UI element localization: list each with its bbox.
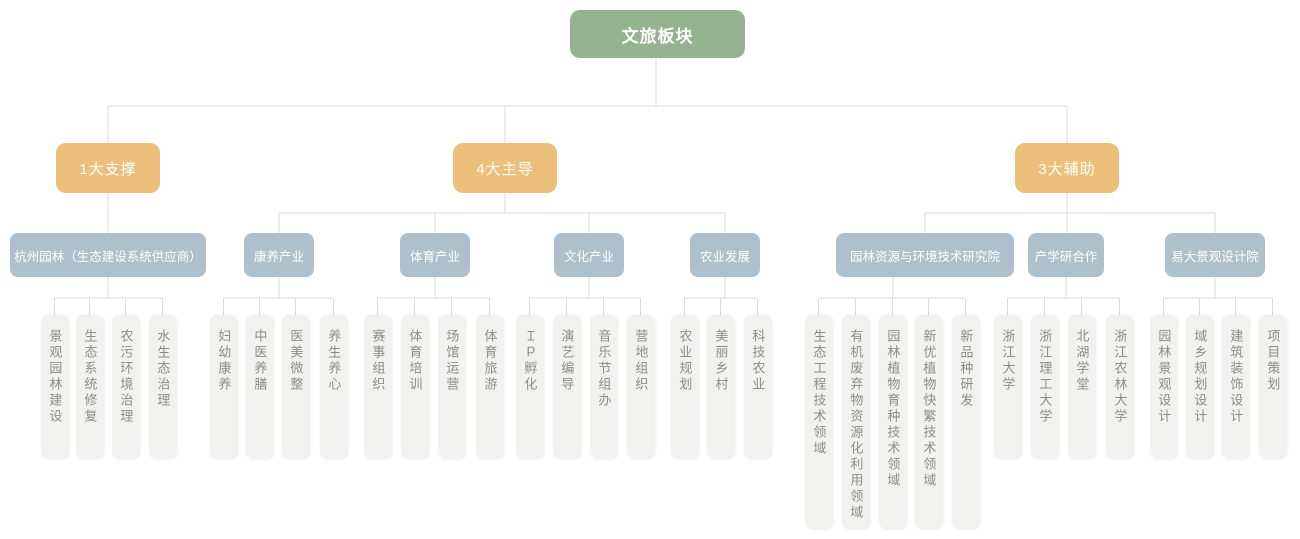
leaf-item-label: 体育培训 bbox=[407, 329, 423, 393]
leaf-item: 北湖学堂 bbox=[1068, 315, 1095, 458]
leaf-item: 妇幼康养 bbox=[210, 315, 237, 458]
leaf-item-label: 园林植物育种技术领域 bbox=[885, 329, 901, 489]
leaf-item: 园林植物育种技术领域 bbox=[879, 315, 906, 528]
leaf-item-label: 浙江大学 bbox=[1000, 329, 1016, 393]
leaf-item-label: 演艺编导 bbox=[559, 329, 575, 393]
leaf-item-label: 北湖学堂 bbox=[1074, 329, 1090, 393]
leaf-item: 生态工程技术领域 bbox=[805, 315, 832, 528]
leaf-item: 浙江大学 bbox=[994, 315, 1021, 458]
leaf-item: 科技农业 bbox=[744, 315, 771, 458]
leaf-item-label: 有机废弃物资源化利用领域 bbox=[848, 329, 864, 521]
leaf-item-label: 项目策划 bbox=[1265, 329, 1281, 393]
leaf-item: 水生态治理 bbox=[149, 315, 176, 458]
leaf-item-label: 农污环境治理 bbox=[118, 329, 134, 425]
leaf-item: 医美微整 bbox=[282, 315, 309, 458]
leaf-item: 域乡规划设计 bbox=[1186, 315, 1213, 458]
root-node: 文旅板块 bbox=[570, 10, 745, 58]
leaf-item-label: 中医养膳 bbox=[252, 329, 268, 393]
leaf-item: 赛事组织 bbox=[364, 315, 391, 458]
leaf-item: 生态系统修复 bbox=[76, 315, 103, 458]
leaf-item: 浙江农林大学 bbox=[1106, 315, 1133, 458]
leaf-item: 农业规划 bbox=[671, 315, 698, 458]
leaf-item-label: 景观园林建设 bbox=[47, 329, 63, 425]
leaf-item-label: 营地组织 bbox=[633, 329, 649, 393]
leaf-item-label: 赛事组织 bbox=[370, 329, 386, 393]
branch-4-lead: 4大主导 bbox=[453, 143, 557, 193]
leaf-item: 场馆运营 bbox=[438, 315, 465, 458]
branch-3-assist: 3大辅助 bbox=[1015, 143, 1119, 193]
category-research-institute: 园林资源与环境技术研究院 bbox=[836, 233, 1014, 277]
category-agriculture: 农业发展 bbox=[690, 233, 760, 277]
category-industry-academia: 产学研合作 bbox=[1028, 233, 1104, 277]
leaf-item: 体育培训 bbox=[401, 315, 428, 458]
leaf-item: 新优植物快繁技术领域 bbox=[915, 315, 942, 528]
leaf-item: 园林景观设计 bbox=[1150, 315, 1177, 458]
leaf-item: 演艺编导 bbox=[553, 315, 580, 458]
category-yida-design: 易大景观设计院 bbox=[1165, 233, 1265, 277]
leaf-item-label: 科技农业 bbox=[750, 329, 766, 393]
leaf-item-label: 建筑装饰设计 bbox=[1228, 329, 1244, 425]
leaf-item: 音乐节组办 bbox=[590, 315, 617, 458]
leaf-item-label: 音乐节组办 bbox=[596, 329, 612, 409]
category-culture-industry: 文化产业 bbox=[554, 233, 624, 277]
leaf-item: 有机废弃物资源化利用领域 bbox=[842, 315, 869, 528]
leaf-item-label: 域乡规划设计 bbox=[1192, 329, 1208, 425]
leaf-item: 新品种研发 bbox=[952, 315, 979, 528]
leaf-item-label: Ｉｐ孵化 bbox=[522, 329, 538, 393]
leaf-item-label: 水生态治理 bbox=[155, 329, 171, 409]
leaf-item-label: 农业规划 bbox=[677, 329, 693, 393]
leaf-item-label: 浙江理工大学 bbox=[1037, 329, 1053, 425]
leaf-item-label: 场馆运营 bbox=[444, 329, 460, 393]
leaf-item-label: 美丽乡村 bbox=[713, 329, 729, 393]
leaf-item-label: 新优植物快繁技术领域 bbox=[921, 329, 937, 489]
leaf-item: 景观园林建设 bbox=[41, 315, 68, 458]
leaf-item: 浙江理工大学 bbox=[1031, 315, 1058, 458]
leaf-item: 农污环境治理 bbox=[112, 315, 139, 458]
leaf-item-label: 新品种研发 bbox=[958, 329, 974, 409]
leaf-item-label: 医美微整 bbox=[288, 329, 304, 393]
leaf-item-label: 体育旅游 bbox=[482, 329, 498, 393]
leaf-item: 建筑装饰设计 bbox=[1222, 315, 1249, 458]
category-sports-industry: 体育产业 bbox=[400, 233, 470, 277]
leaf-item-label: 生态工程技术领域 bbox=[811, 329, 827, 457]
leaf-item: 养生养心 bbox=[320, 315, 347, 458]
branch-1-support: 1大支撑 bbox=[56, 143, 160, 193]
leaf-item: 美丽乡村 bbox=[707, 315, 734, 458]
leaf-item-label: 浙江农林大学 bbox=[1112, 329, 1128, 425]
leaf-item-label: 园林景观设计 bbox=[1156, 329, 1172, 425]
category-hangzhou-yuanlin: 杭州园林（生态建设系统供应商） bbox=[10, 233, 206, 277]
leaf-item: 体育旅游 bbox=[476, 315, 503, 458]
leaf-item-label: 生态系统修复 bbox=[82, 329, 98, 425]
leaf-item: 项目策划 bbox=[1259, 315, 1286, 458]
leaf-item-label: 妇幼康养 bbox=[216, 329, 232, 393]
leaf-item: Ｉｐ孵化 bbox=[516, 315, 543, 458]
leaf-item: 营地组织 bbox=[627, 315, 654, 458]
leaf-item: 中医养膳 bbox=[246, 315, 273, 458]
leaf-item-label: 养生养心 bbox=[326, 329, 342, 393]
category-kangyang-industry: 康养产业 bbox=[244, 233, 314, 277]
